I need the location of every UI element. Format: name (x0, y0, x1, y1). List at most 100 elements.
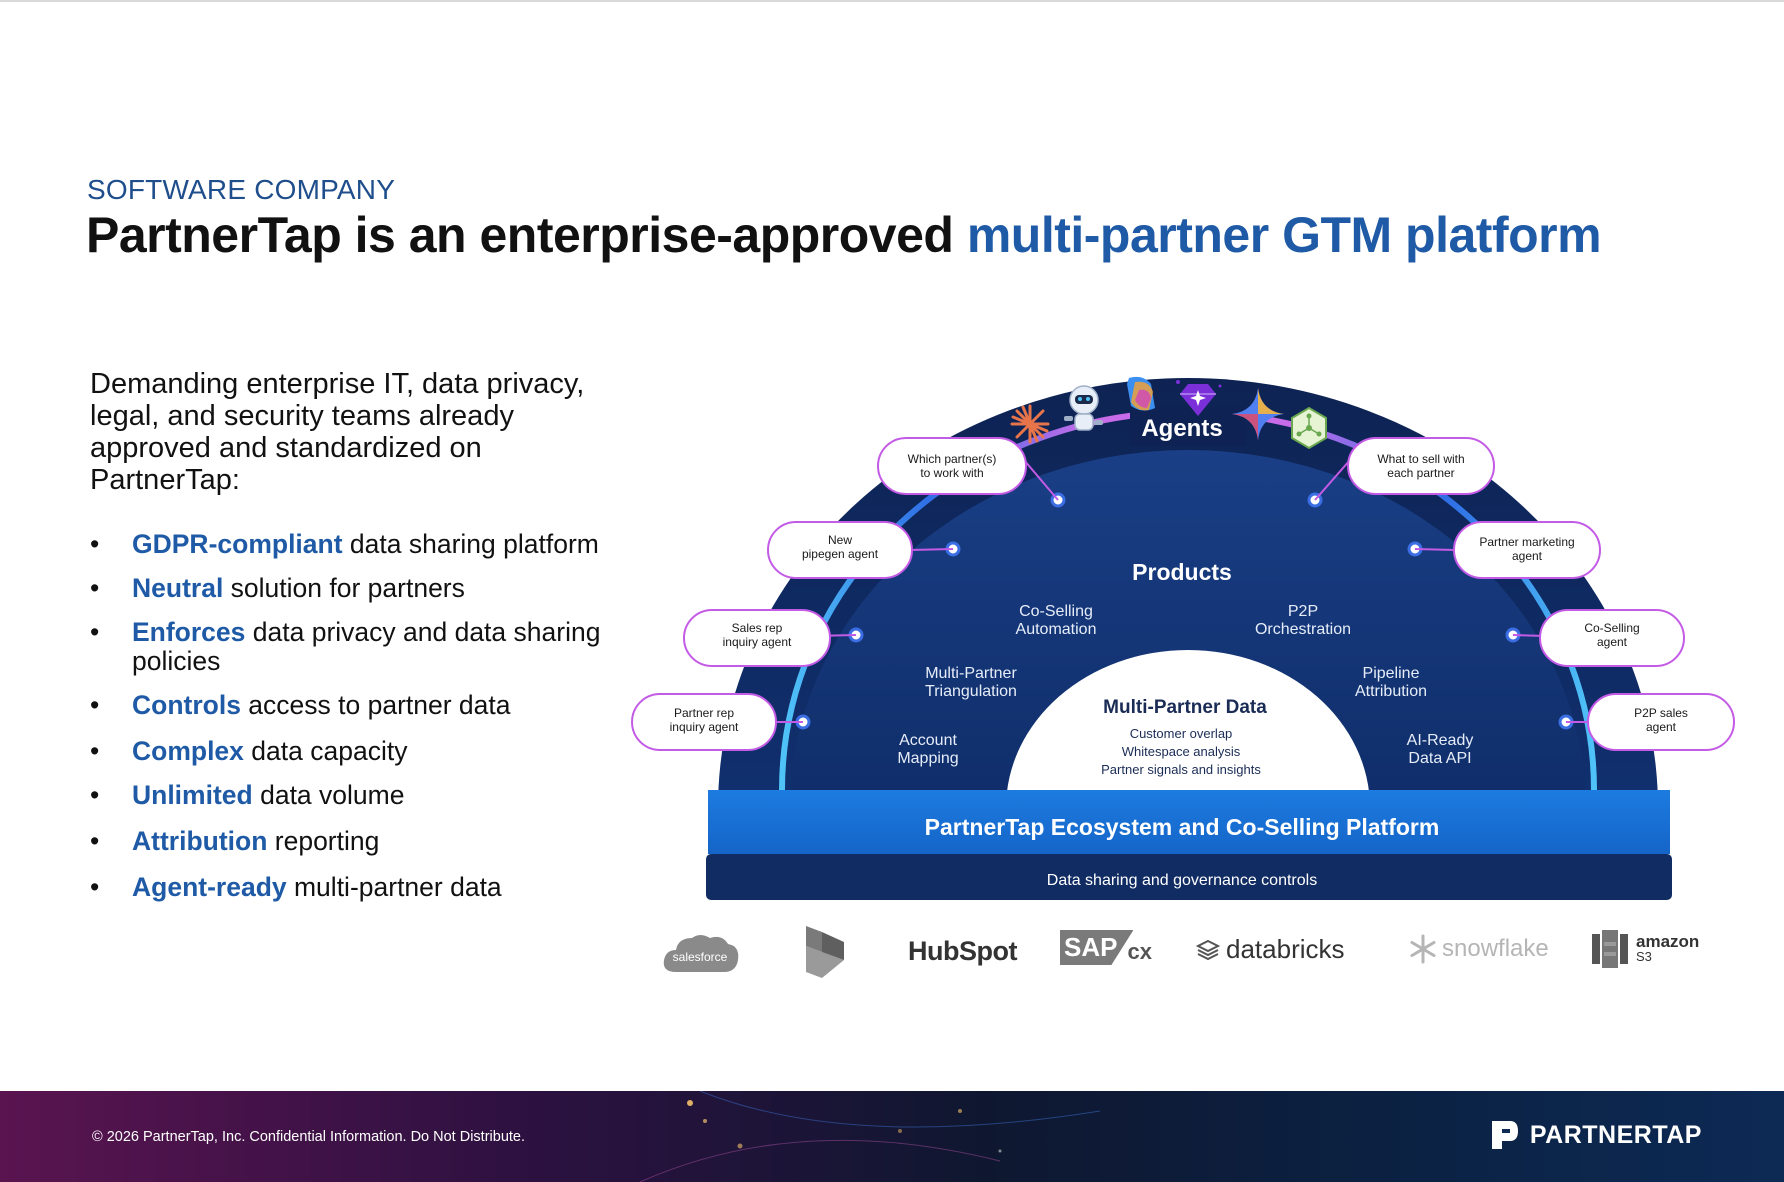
gemini-sparkle-icon (1232, 388, 1284, 440)
governance-label: Data sharing and governance controls (1047, 872, 1317, 889)
feature-text: data privacy and data sharing policies (132, 617, 601, 676)
agent-bubble-what-to-sell (1347, 437, 1495, 495)
agent-label: inquiry agent (670, 720, 739, 734)
amazon-s3-text: amazon S3 (1636, 932, 1700, 964)
product-label: Account (899, 732, 957, 749)
governance-bar (706, 854, 1672, 900)
agent-label: inquiry agent (723, 635, 792, 649)
intro-paragraph: Demanding enterprise IT, data privacy, l… (90, 368, 585, 496)
platform-bar (708, 790, 1670, 854)
copilot-icon (1127, 376, 1155, 411)
feature-item: Unlimited data volume (90, 780, 630, 811)
feature-text: data sharing platform (342, 529, 599, 559)
databricks-icon (1196, 939, 1220, 960)
feature-item: Neutral solution for partners (90, 573, 630, 604)
feature-keyword: Unlimited (132, 780, 253, 810)
feature-text: reporting (267, 826, 380, 856)
agent-bubble-which-partner (877, 437, 1027, 495)
feature-item: Agent-ready multi-partner data (90, 872, 630, 903)
feature-keyword: Attribution (132, 826, 268, 856)
agents-label: Agents (1141, 415, 1222, 442)
product-labels: Co-Selling Automation P2P Orchestration … (897, 603, 1473, 767)
agent-label: pipegen agent (802, 547, 879, 561)
platform-diagram-svg: Which partner(s) to work with New pipege… (631, 376, 1735, 900)
dome-products (790, 450, 1586, 808)
s3-wordmark: S3 (1636, 949, 1652, 964)
product-label: Data API (1408, 750, 1471, 767)
robot-icon (1064, 385, 1103, 431)
agent-label: What to sell with (1377, 452, 1464, 466)
feature-text: multi-partner data (286, 872, 502, 902)
integration-logos: salesforce HubSpot SAP cx databricks sno… (660, 920, 1720, 990)
agent-label: Co-Selling (1584, 621, 1639, 635)
gem-icon (1176, 380, 1222, 416)
dynamics-logo (806, 926, 844, 978)
agent-label: to work with (920, 466, 983, 480)
feature-keyword: Controls (132, 690, 241, 720)
salesforce-wordmark: salesforce (673, 950, 728, 964)
feature-keyword: Complex (132, 736, 244, 766)
feature-text: data volume (252, 780, 405, 810)
agent-bubble-p2p-sales (1587, 693, 1735, 751)
databricks-wordmark: databricks (1226, 934, 1345, 964)
agent-bubble-sales-rep (683, 609, 831, 667)
feature-item: GDPR-compliant data sharing platform (90, 529, 630, 560)
product-label: Co-Selling (1019, 603, 1093, 620)
connector-line (909, 548, 954, 551)
agent-label: Partner marketing (1479, 535, 1574, 549)
product-label: P2P (1288, 603, 1318, 620)
sap-wordmark: SAP (1060, 930, 1134, 965)
product-label: Orchestration (1255, 621, 1351, 638)
product-label: Pipeline (1363, 665, 1420, 682)
network-cube-icon (1291, 406, 1327, 450)
feature-item: Controls access to partner data (90, 690, 630, 721)
core-line: Partner signals and insights (1101, 762, 1261, 777)
partnertap-logo-icon (1491, 1121, 1518, 1149)
feature-text: data capacity (243, 736, 408, 766)
footer-brand: PARTNERTAP (1490, 1115, 1702, 1155)
top-divider (0, 0, 1784, 2)
feature-text: solution for partners (223, 573, 465, 603)
feature-keyword: Neutral (132, 573, 224, 603)
title-prefix: PartnerTap is an enterprise-approved (86, 207, 967, 263)
title-accent: multi-partner GTM platform (966, 207, 1602, 263)
agent-label: New (828, 533, 852, 547)
core-lines: Customer overlap Whitespace analysis Par… (1101, 726, 1261, 777)
core-line: Whitespace analysis (1122, 744, 1241, 759)
feature-text: access to partner data (240, 690, 511, 720)
amazon-wordmark: amazon (1636, 932, 1700, 951)
agent-bubbles (631, 437, 1735, 751)
agent-label: agent (1512, 549, 1543, 563)
product-label: Automation (1016, 621, 1097, 638)
snowflake-icon (1410, 934, 1436, 964)
ai-icons (1010, 376, 1327, 450)
platform-diagram: Which partner(s) to work with New pipege… (620, 360, 1740, 1000)
product-label: Multi-Partner (925, 665, 1017, 682)
agent-label: Partner rep (674, 706, 734, 720)
core-title: Multi-Partner Data (1103, 697, 1267, 718)
agent-label: agent (1646, 720, 1677, 734)
feature-item: Enforces data privacy and data sharing p… (90, 618, 630, 676)
feature-list: GDPR-compliant data sharing platform Neu… (90, 529, 630, 903)
agent-label: Which partner(s) (908, 452, 997, 466)
feature-keyword: Enforces (132, 617, 246, 647)
connector-line (1023, 459, 1059, 501)
connector-line (1414, 548, 1456, 551)
product-label: Triangulation (925, 683, 1017, 700)
salesforce-logo: salesforce (663, 935, 739, 972)
product-label: AI-Ready (1407, 732, 1474, 749)
agent-label: Sales rep (732, 621, 783, 635)
agent-bubble-partner-marketing (1453, 521, 1601, 579)
feature-keyword: GDPR-compliant (132, 529, 343, 559)
core-line: Customer overlap (1130, 726, 1233, 741)
agent-bubble-pipegen (767, 521, 913, 579)
s3-bucket-icon (1592, 930, 1628, 968)
footer-brand-text: PARTNERTAP (1529, 1120, 1702, 1149)
agent-label: each partner (1387, 466, 1454, 480)
agents-label-bg (1130, 406, 1246, 446)
sap-cx-suffix: cx (1127, 939, 1152, 964)
agent-bubble-labels: Which partner(s) to work with New pipege… (670, 452, 1688, 734)
product-label: Mapping (897, 750, 958, 767)
snowflake-wordmark: snowflake (1442, 935, 1549, 962)
footer-background-art (639, 1091, 1101, 1182)
